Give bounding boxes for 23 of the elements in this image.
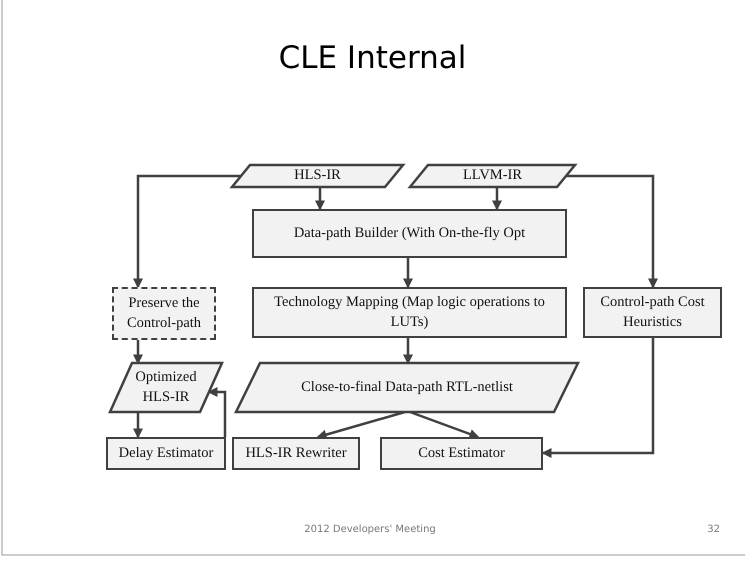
process-box: HLS-IR Rewriter	[232, 437, 360, 470]
process-box: Data-path Builder (With On-the-fly Opt	[252, 209, 567, 258]
slide-title: CLE Internal	[278, 40, 468, 76]
data-parallelogram: Close-to-final Data-path RTL-netlist	[236, 363, 578, 412]
process-box: Cost Estimator	[380, 437, 543, 470]
arrow	[403, 258, 413, 288]
arrow	[566, 174, 658, 288]
process-box: Delay Estimator	[106, 437, 226, 470]
footer-text: 2012 Developers' Meeting	[303, 524, 437, 535]
dashed-process-box: Preserve the Control-path	[112, 287, 216, 340]
process-box: Technology Mapping (Map logic operations to LUTs)	[252, 287, 567, 338]
data-parallelogram: LLVM-IR	[410, 165, 575, 187]
data-parallelogram: HLS-IR	[232, 165, 403, 187]
arrow	[133, 174, 241, 288]
arrow	[133, 412, 143, 438]
arrow	[133, 340, 143, 364]
arrow	[403, 338, 413, 364]
page-number: 32	[706, 524, 720, 535]
data-parallelogram: Optimized HLS-IR	[110, 363, 222, 412]
arrow	[492, 187, 502, 210]
arrow	[542, 338, 654, 458]
arrow	[315, 187, 325, 210]
process-box: Control-path Cost Heuristics	[583, 287, 722, 338]
